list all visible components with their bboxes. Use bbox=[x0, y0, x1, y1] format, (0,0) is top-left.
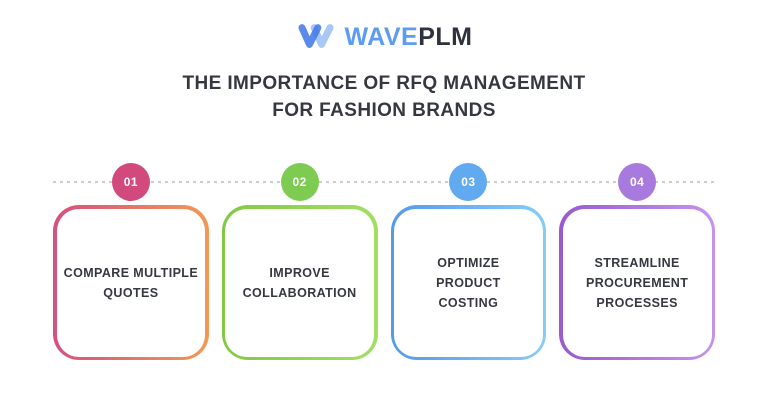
card-label-line: COMPARE MULTIPLE bbox=[63, 265, 199, 280]
page-title-line1: THE IMPORTANCE OF RFQ MANAGEMENT bbox=[182, 73, 586, 94]
card-label-line: QUOTES bbox=[103, 285, 159, 300]
benefit-cards: COMPARE MULTIPLE QUOTES IMPROVE COLLABOR… bbox=[53, 205, 715, 360]
card-optimize-product-costing: OPTIMIZE PRODUCT COSTING bbox=[390, 205, 547, 360]
step-number: 03 bbox=[461, 175, 476, 189]
card-label-line: OPTIMIZE bbox=[437, 255, 500, 270]
card-label-line: PRODUCT bbox=[436, 275, 501, 290]
card-label: OPTIMIZE PRODUCT COSTING bbox=[436, 253, 501, 313]
card-label-line: STREAMLINE bbox=[594, 255, 680, 270]
card-inner: OPTIMIZE PRODUCT COSTING bbox=[394, 208, 543, 357]
card-inner: STREAMLINE PROCUREMENT PROCESSES bbox=[562, 208, 712, 357]
card-label: COMPARE MULTIPLE QUOTES bbox=[64, 263, 198, 303]
brand-logo: WAVEPLM bbox=[0, 22, 768, 52]
card-improve-collaboration: IMPROVE COLLABORATION bbox=[221, 205, 378, 360]
step-number: 04 bbox=[629, 175, 645, 189]
card-inner: COMPARE MULTIPLE QUOTES bbox=[56, 208, 206, 357]
timeline: 01 02 03 04 bbox=[53, 163, 715, 201]
brand-wordmark: WAVEPLM bbox=[344, 23, 472, 51]
card-label-line: PROCESSES bbox=[596, 295, 678, 310]
card-label-line: IMPROVE bbox=[269, 265, 330, 280]
card-label-line: COSTING bbox=[438, 295, 499, 310]
waveplm-w-icon bbox=[298, 24, 334, 48]
card-label: IMPROVE COLLABORATION bbox=[243, 263, 357, 303]
timeline-steps: 01 02 03 04 bbox=[53, 163, 715, 201]
card-streamline-procurement-processes: STREAMLINE PROCUREMENT PROCESSES bbox=[559, 205, 715, 360]
card-inner: IMPROVE COLLABORATION bbox=[225, 208, 374, 357]
page-title-line2: FOR FASHION BRANDS bbox=[272, 100, 496, 121]
step-number: 02 bbox=[292, 175, 307, 189]
step-circle-01: 01 bbox=[111, 163, 150, 201]
card-compare-multiple-quotes: COMPARE MULTIPLE QUOTES bbox=[53, 205, 209, 360]
brand-wordmark-secondary: PLM bbox=[418, 23, 473, 51]
step-number: 01 bbox=[123, 175, 139, 189]
step-circle-04: 04 bbox=[618, 163, 657, 201]
card-label: STREAMLINE PROCUREMENT PROCESSES bbox=[586, 253, 688, 313]
card-label-line: PROCUREMENT bbox=[585, 275, 689, 290]
card-label-line: COLLABORATION bbox=[242, 285, 357, 300]
infographic-content: 01 02 03 04 bbox=[53, 163, 715, 360]
page-title: THE IMPORTANCE OF RFQ MANAGEMENT FOR FAS… bbox=[0, 70, 768, 124]
brand-wordmark-primary: WAVE bbox=[344, 23, 419, 51]
timeline-dashed-line bbox=[53, 181, 715, 183]
step-circle-03: 03 bbox=[449, 163, 488, 201]
step-circle-02: 02 bbox=[280, 163, 319, 201]
